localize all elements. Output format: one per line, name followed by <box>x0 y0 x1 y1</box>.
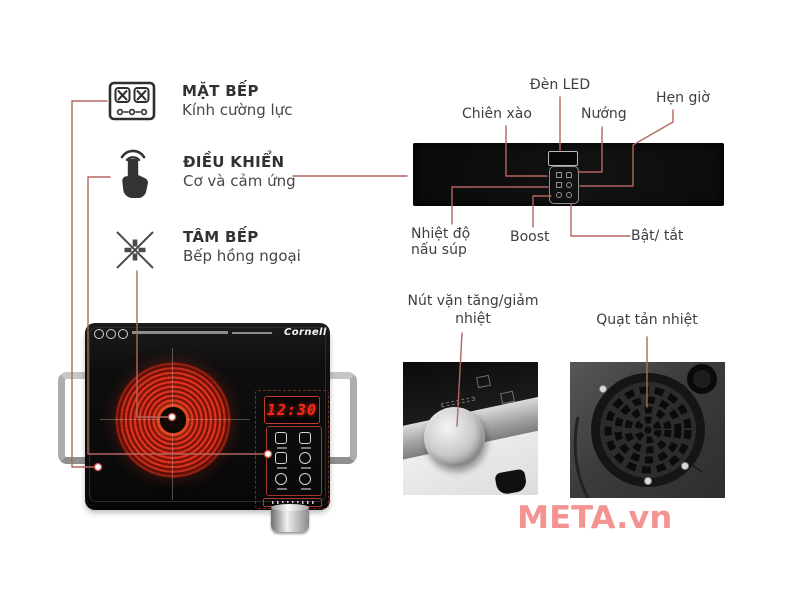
label-soup-temp: Nhiệt độ nấu súp <box>411 226 471 258</box>
cooker-display: 12:30 <box>264 396 320 424</box>
grill-button <box>299 431 313 449</box>
feature-title-control: ĐIỀU KHIỂN <box>183 153 285 171</box>
cooktop-icon <box>108 81 156 121</box>
touch-key-cluster <box>549 166 579 204</box>
label-led: Đèn LED <box>529 77 591 93</box>
power-key-icon <box>566 192 572 198</box>
timer-key-icon <box>566 182 572 188</box>
feature-title-cooktop: MẶT BẾP <box>182 82 259 100</box>
grill-key-icon <box>566 172 572 178</box>
touch-icon <box>120 149 148 199</box>
label-stir-fry: Chiên xào <box>462 106 532 122</box>
knob-detail-photo <box>403 362 538 495</box>
spec-text-line <box>232 332 272 334</box>
soup-button <box>275 452 289 470</box>
stir-fry-button <box>275 431 289 449</box>
feature-subtitle-control: Cơ và cảm ứng <box>183 172 296 190</box>
label-timer: Hẹn giờ <box>656 90 710 106</box>
soup-key-icon <box>556 182 562 188</box>
stir-fry-key-icon <box>556 172 562 178</box>
feature-subtitle-cooktop: Kính cường lực <box>182 101 293 119</box>
heater-center-icon <box>116 231 154 269</box>
led-display <box>548 151 578 166</box>
label-power: Bật/ tắt <box>631 228 684 244</box>
left-handle <box>58 372 87 464</box>
cert-icon <box>94 329 104 339</box>
coil-center <box>160 407 186 433</box>
label-grill: Nướng <box>581 106 627 122</box>
boost-button <box>275 473 289 491</box>
cooker-knob <box>271 504 309 532</box>
right-handle <box>328 372 357 464</box>
meta-watermark: META.vn <box>517 500 673 536</box>
cooker-button-panel <box>266 426 322 496</box>
fan-graphic <box>573 364 717 498</box>
power-button <box>299 473 313 491</box>
cert-icon <box>106 329 116 339</box>
brand-logo: Cornell <box>284 327 327 338</box>
metal-knob <box>424 407 485 468</box>
timer-button <box>299 452 313 470</box>
cert-icon <box>118 329 128 339</box>
label-boost: Boost <box>510 229 550 245</box>
line-power <box>570 203 631 237</box>
boost-key-icon <box>556 192 562 198</box>
label-knob: Nút vặn tăng/giảm nhiệt <box>407 293 539 327</box>
rubber-foot <box>494 468 528 495</box>
screw-icons <box>598 384 690 486</box>
label-fan: Quạt tản nhiệt <box>596 312 698 328</box>
display-time: 12:30 <box>266 401 318 419</box>
feature-title-center: TÂM BẾP <box>183 228 259 246</box>
fan-detail-photo <box>570 362 725 498</box>
spec-text-line <box>132 331 228 334</box>
feature-subtitle-center: Bếp hồng ngoại <box>183 247 301 265</box>
